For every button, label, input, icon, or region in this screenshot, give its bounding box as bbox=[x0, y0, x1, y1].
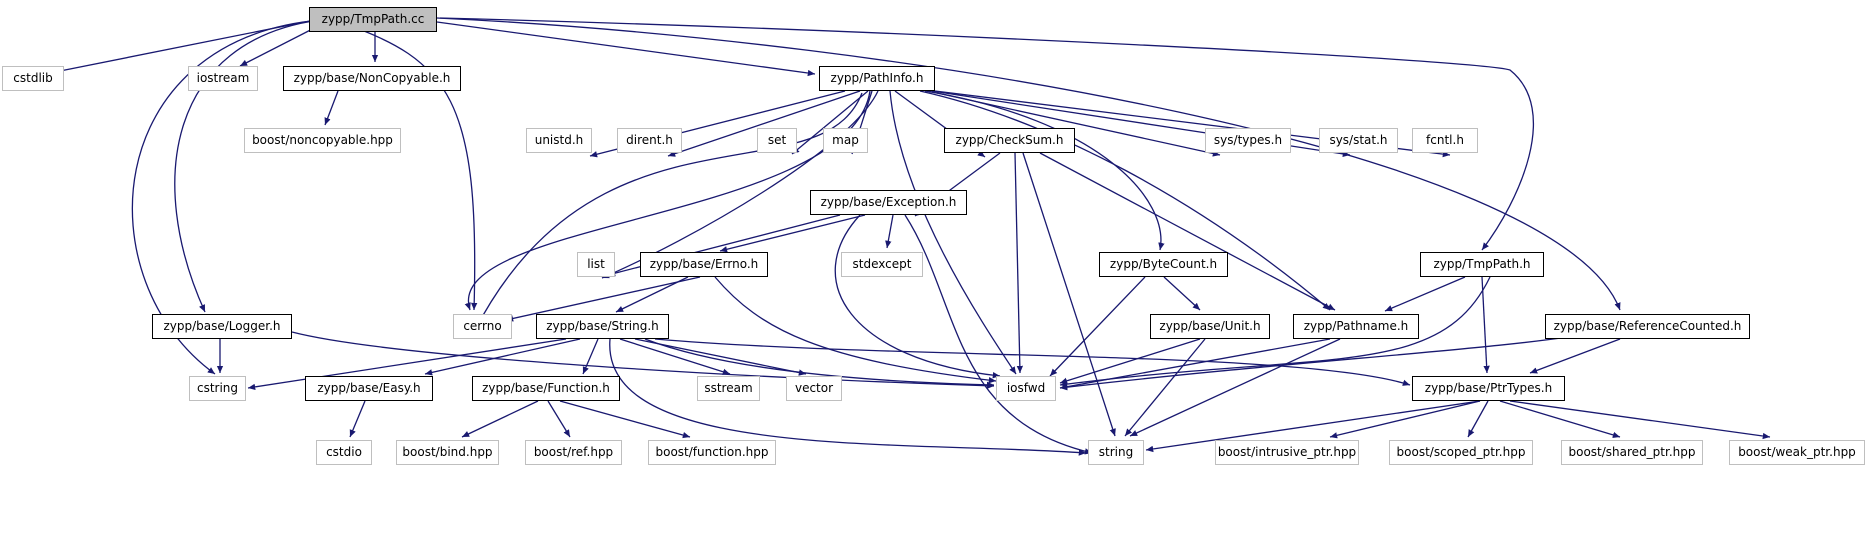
dependency-edge bbox=[919, 90, 1331, 311]
node-errno-h[interactable]: zypp/base/Errno.h bbox=[640, 252, 768, 277]
node-sstream: sstream bbox=[697, 376, 760, 401]
dependency-edge bbox=[889, 90, 1017, 375]
dependency-edge bbox=[609, 338, 1087, 456]
node-cerrno: cerrno bbox=[453, 314, 512, 339]
node-list: list bbox=[577, 252, 615, 277]
node-boost-noncopyable: boost/noncopyable.hpp bbox=[244, 128, 401, 153]
dependency-edge bbox=[247, 338, 567, 391]
node-boost-ref: boost/ref.hpp bbox=[525, 440, 622, 465]
node-string: string bbox=[1088, 440, 1144, 465]
dependency-edge bbox=[424, 338, 581, 376]
node-boost-scoped-ptr: boost/scoped_ptr.hpp bbox=[1389, 440, 1533, 465]
node-boost-shared-ptr: boost/shared_ptr.hpp bbox=[1561, 440, 1703, 465]
dependency-edge bbox=[601, 90, 879, 279]
dependency-edge bbox=[436, 17, 1621, 311]
node-string-h[interactable]: zypp/base/String.h bbox=[536, 314, 669, 339]
dependency-edge bbox=[714, 276, 997, 384]
node-pathinfo-h[interactable]: zypp/PathInfo.h bbox=[819, 66, 935, 91]
node-iostream: iostream bbox=[188, 66, 258, 91]
dependency-edge bbox=[1022, 152, 1116, 437]
node-noncopyable-h[interactable]: zypp/base/NonCopyable.h bbox=[283, 66, 461, 91]
node-iosfwd: iosfwd bbox=[996, 376, 1056, 401]
node-sys-types: sys/types.h bbox=[1205, 128, 1291, 153]
dependency-edge bbox=[885, 214, 894, 249]
node-fcntl: fcntl.h bbox=[1412, 128, 1478, 153]
node-cstring: cstring bbox=[189, 376, 246, 401]
dependency-edge bbox=[461, 400, 539, 438]
node-tmppath-cc: zypp/TmpPath.cc bbox=[309, 7, 437, 32]
dependency-edge bbox=[719, 214, 866, 253]
node-vector: vector bbox=[786, 376, 842, 401]
dependency-edge bbox=[1014, 152, 1024, 374]
node-referencecounted-h[interactable]: zypp/base/ReferenceCounted.h bbox=[1545, 314, 1750, 339]
dependency-edge bbox=[1059, 331, 1601, 391]
dependency-edge bbox=[1145, 400, 1481, 453]
node-logger-h[interactable]: zypp/base/Logger.h bbox=[152, 314, 292, 339]
dependency-edge bbox=[1059, 276, 1491, 388]
dependency-edge bbox=[559, 400, 691, 439]
node-tmppath-h[interactable]: zypp/TmpPath.h bbox=[1420, 252, 1544, 277]
dependency-edge bbox=[349, 400, 366, 438]
node-boost-intrusive-ptr: boost/intrusive_ptr.hpp bbox=[1215, 440, 1359, 465]
dependency-edge bbox=[505, 276, 701, 322]
dependency-edges bbox=[54, 17, 1771, 456]
dependency-edge bbox=[1163, 276, 1201, 311]
dependency-edge bbox=[547, 400, 571, 438]
dependency-edge bbox=[439, 17, 1534, 251]
node-sys-stat: sys/stat.h bbox=[1319, 128, 1398, 153]
dependency-edge bbox=[667, 90, 861, 157]
node-function-h[interactable]: zypp/base/Function.h bbox=[472, 376, 620, 401]
node-cstdio: cstdio bbox=[316, 440, 372, 465]
node-checksum-h[interactable]: zypp/CheckSum.h bbox=[944, 128, 1075, 153]
dependency-edge bbox=[1059, 338, 1201, 384]
dependency-edge bbox=[619, 338, 731, 375]
node-map: map bbox=[823, 128, 868, 153]
node-stdexcept: stdexcept bbox=[841, 252, 923, 277]
dependency-edge bbox=[834, 214, 1001, 379]
dependency-edge bbox=[174, 19, 321, 313]
dependency-edge bbox=[1481, 276, 1490, 374]
dependency-edge bbox=[1124, 338, 1206, 437]
dependency-edge bbox=[1384, 276, 1466, 312]
node-set: set bbox=[757, 128, 797, 153]
node-ptrtypes-h[interactable]: zypp/base/PtrTypes.h bbox=[1412, 376, 1565, 401]
dependency-edge bbox=[1509, 400, 1771, 440]
node-unit-h[interactable]: zypp/base/Unit.h bbox=[1150, 314, 1270, 339]
node-bytecount-h[interactable]: zypp/ByteCount.h bbox=[1099, 252, 1228, 277]
dependency-edge bbox=[1039, 152, 1336, 311]
dependency-edge bbox=[644, 338, 995, 389]
dependency-edge bbox=[1499, 400, 1621, 438]
node-easy-h[interactable]: zypp/base/Easy.h bbox=[305, 376, 433, 401]
dependency-edge bbox=[474, 92, 863, 331]
dependency-edge bbox=[1129, 338, 1341, 437]
dependency-edge bbox=[582, 338, 599, 375]
dependency-edge bbox=[436, 21, 816, 77]
dependency-edge bbox=[904, 214, 1093, 455]
node-boost-bind: boost/bind.hpp bbox=[396, 440, 499, 465]
node-cstdlib: cstdlib bbox=[2, 66, 64, 91]
dependency-edge bbox=[339, 21, 478, 311]
dependency-edge bbox=[1329, 400, 1481, 439]
dependency-edge bbox=[924, 90, 1165, 251]
node-boost-function: boost/function.hpp bbox=[648, 440, 776, 465]
dependency-edge bbox=[1467, 400, 1489, 438]
dependency-edge bbox=[615, 276, 689, 313]
node-dirent: dirent.h bbox=[617, 128, 682, 153]
node-unistd: unistd.h bbox=[526, 128, 592, 153]
dependency-edge bbox=[1049, 276, 1146, 377]
dependency-edge bbox=[291, 331, 995, 389]
dependency-edge bbox=[324, 90, 339, 126]
node-boost-weak-ptr: boost/weak_ptr.hpp bbox=[1729, 440, 1865, 465]
node-pathname-h[interactable]: zypp/Pathname.h bbox=[1293, 314, 1419, 339]
node-exception-h[interactable]: zypp/base/Exception.h bbox=[810, 190, 967, 215]
dependency-edge bbox=[1529, 338, 1621, 374]
dependency-edge bbox=[791, 90, 869, 155]
dependency-edge bbox=[654, 338, 1411, 386]
